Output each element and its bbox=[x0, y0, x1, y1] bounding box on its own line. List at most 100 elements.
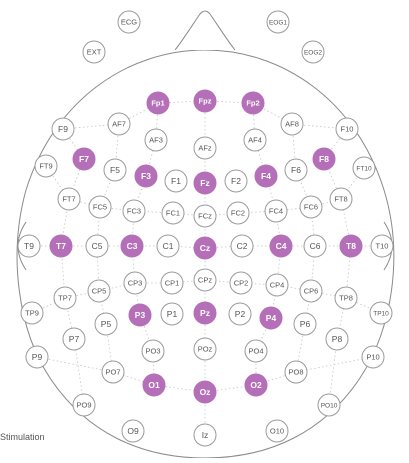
electrode-t9[interactable]: T9 bbox=[17, 234, 41, 258]
electrode-cp6[interactable]: CP6 bbox=[299, 279, 323, 303]
electrode-label: AFz bbox=[198, 144, 212, 153]
electrode-fp1[interactable]: Fp1 bbox=[146, 91, 170, 115]
electrode-f4[interactable]: F4 bbox=[254, 164, 278, 188]
electrode-f1[interactable]: F1 bbox=[164, 169, 188, 193]
electrode-t8[interactable]: T8 bbox=[339, 234, 363, 258]
electrode-c3[interactable]: C3 bbox=[120, 234, 144, 258]
electrode-marker bbox=[325, 327, 349, 351]
electrode-f8[interactable]: F8 bbox=[312, 147, 336, 171]
electrode-ext[interactable]: EXT bbox=[82, 40, 106, 64]
electrode-po3[interactable]: PO3 bbox=[141, 339, 165, 363]
electrode-po9[interactable]: PO9 bbox=[72, 393, 96, 417]
electrode-c6[interactable]: C6 bbox=[303, 234, 327, 258]
electrode-label: O2 bbox=[250, 380, 262, 390]
electrode-fz[interactable]: Fz bbox=[193, 171, 217, 195]
electrode-o1[interactable]: O1 bbox=[142, 373, 166, 397]
electrode-f3[interactable]: F3 bbox=[134, 164, 158, 188]
electrode-f7[interactable]: F7 bbox=[72, 147, 96, 171]
electrode-eog1[interactable]: EOG1 bbox=[266, 10, 290, 34]
electrode-p5[interactable]: P5 bbox=[94, 312, 118, 336]
electrode-ecg[interactable]: ECG bbox=[117, 10, 141, 34]
electrode-p6[interactable]: P6 bbox=[293, 312, 317, 336]
electrode-eog2[interactable]: EOG2 bbox=[301, 40, 325, 64]
electrode-tp8[interactable]: TP8 bbox=[334, 286, 358, 310]
electrode-cp3[interactable]: CP3 bbox=[123, 271, 147, 295]
electrode-label: AF7 bbox=[112, 120, 126, 129]
electrode-marker bbox=[51, 117, 75, 141]
electrode-p10[interactable]: P10 bbox=[361, 345, 385, 369]
electrode-p4[interactable]: P4 bbox=[259, 306, 283, 330]
electrode-cp1[interactable]: CP1 bbox=[160, 271, 184, 295]
electrode-c5[interactable]: C5 bbox=[85, 234, 109, 258]
electrode-label: Fp1 bbox=[151, 99, 164, 108]
electrode-marker bbox=[264, 199, 288, 223]
electrode-tp7[interactable]: TP7 bbox=[53, 286, 77, 310]
electrode-o2[interactable]: O2 bbox=[244, 373, 268, 397]
electrode-c2[interactable]: C2 bbox=[230, 234, 254, 258]
electrode-fc2[interactable]: FC2 bbox=[226, 201, 250, 225]
electrode-fc6[interactable]: FC6 bbox=[299, 195, 323, 219]
electrode-af8[interactable]: AF8 bbox=[280, 112, 304, 136]
electrode-f9[interactable]: F9 bbox=[51, 117, 75, 141]
electrode-label: Oz bbox=[200, 387, 211, 397]
electrode-po7[interactable]: PO7 bbox=[101, 360, 125, 384]
electrode-f6[interactable]: F6 bbox=[284, 158, 308, 182]
electrode-fc3[interactable]: FC3 bbox=[122, 199, 146, 223]
electrode-marker bbox=[62, 327, 86, 351]
electrode-fc5[interactable]: FC5 bbox=[88, 195, 112, 219]
electrode-marker bbox=[72, 147, 96, 171]
electrode-fc4[interactable]: FC4 bbox=[264, 199, 288, 223]
electrode-c4[interactable]: C4 bbox=[269, 234, 293, 258]
electrode-f5[interactable]: F5 bbox=[103, 158, 127, 182]
electrode-tp9[interactable]: TP9 bbox=[20, 301, 44, 325]
electrode-marker bbox=[25, 345, 49, 369]
electrode-marker bbox=[241, 91, 265, 115]
electrode-p7[interactable]: P7 bbox=[62, 327, 86, 351]
electrode-cz[interactable]: Cz bbox=[193, 236, 217, 260]
electrode-oz[interactable]: Oz bbox=[193, 380, 217, 404]
electrode-t10[interactable]: T10 bbox=[370, 234, 394, 258]
electrode-label: P3 bbox=[135, 310, 146, 320]
electrode-ft8[interactable]: FT8 bbox=[329, 187, 353, 211]
electrode-pz[interactable]: Pz bbox=[193, 301, 217, 325]
electrode-cpz[interactable]: CPz bbox=[193, 268, 217, 292]
electrode-p8[interactable]: P8 bbox=[325, 327, 349, 351]
electrode-ft9[interactable]: FT9 bbox=[34, 154, 58, 178]
electrode-marker bbox=[244, 339, 268, 363]
electrode-o9[interactable]: O9 bbox=[121, 419, 145, 443]
electrode-p9[interactable]: P9 bbox=[25, 345, 49, 369]
electrode-cp5[interactable]: CP5 bbox=[87, 279, 111, 303]
electrode-cp2[interactable]: CP2 bbox=[229, 271, 253, 295]
electrode-label: FC4 bbox=[269, 207, 283, 216]
electrode-label: C5 bbox=[92, 241, 103, 251]
electrode-fc1[interactable]: FC1 bbox=[161, 201, 185, 225]
electrode-marker bbox=[228, 302, 252, 326]
electrode-tp10[interactable]: TP10 bbox=[369, 301, 393, 325]
electrode-p2[interactable]: P2 bbox=[228, 302, 252, 326]
electrode-marker bbox=[85, 234, 109, 258]
electrode-o10[interactable]: O10 bbox=[265, 419, 289, 443]
electrode-fp2[interactable]: Fp2 bbox=[241, 91, 265, 115]
electrode-po8[interactable]: PO8 bbox=[284, 360, 308, 384]
electrode-po10[interactable]: PO10 bbox=[317, 393, 341, 417]
electrode-t7[interactable]: T7 bbox=[49, 234, 73, 258]
electrode-p1[interactable]: P1 bbox=[160, 302, 184, 326]
electrode-iz[interactable]: Iz bbox=[193, 423, 217, 447]
electrode-fcz[interactable]: FCz bbox=[193, 204, 217, 228]
electrode-cp4[interactable]: CP4 bbox=[265, 273, 289, 297]
electrode-ft10[interactable]: FT10 bbox=[352, 156, 376, 180]
electrode-af7[interactable]: AF7 bbox=[107, 112, 131, 136]
electrode-marker bbox=[334, 286, 358, 310]
electrode-poz[interactable]: POz bbox=[193, 337, 217, 361]
electrode-afz[interactable]: AFz bbox=[193, 136, 217, 160]
electrode-ft7[interactable]: FT7 bbox=[57, 187, 81, 211]
electrode-po4[interactable]: PO4 bbox=[244, 339, 268, 363]
electrode-c1[interactable]: C1 bbox=[156, 234, 180, 258]
electrode-af3[interactable]: AF3 bbox=[144, 128, 168, 152]
electrode-f2[interactable]: F2 bbox=[224, 169, 248, 193]
electrode-fpz[interactable]: Fpz bbox=[193, 89, 217, 113]
electrode-label: F7 bbox=[79, 154, 89, 164]
electrode-p3[interactable]: P3 bbox=[128, 303, 152, 327]
electrode-af4[interactable]: AF4 bbox=[243, 128, 267, 152]
electrode-f10[interactable]: F10 bbox=[335, 117, 359, 141]
